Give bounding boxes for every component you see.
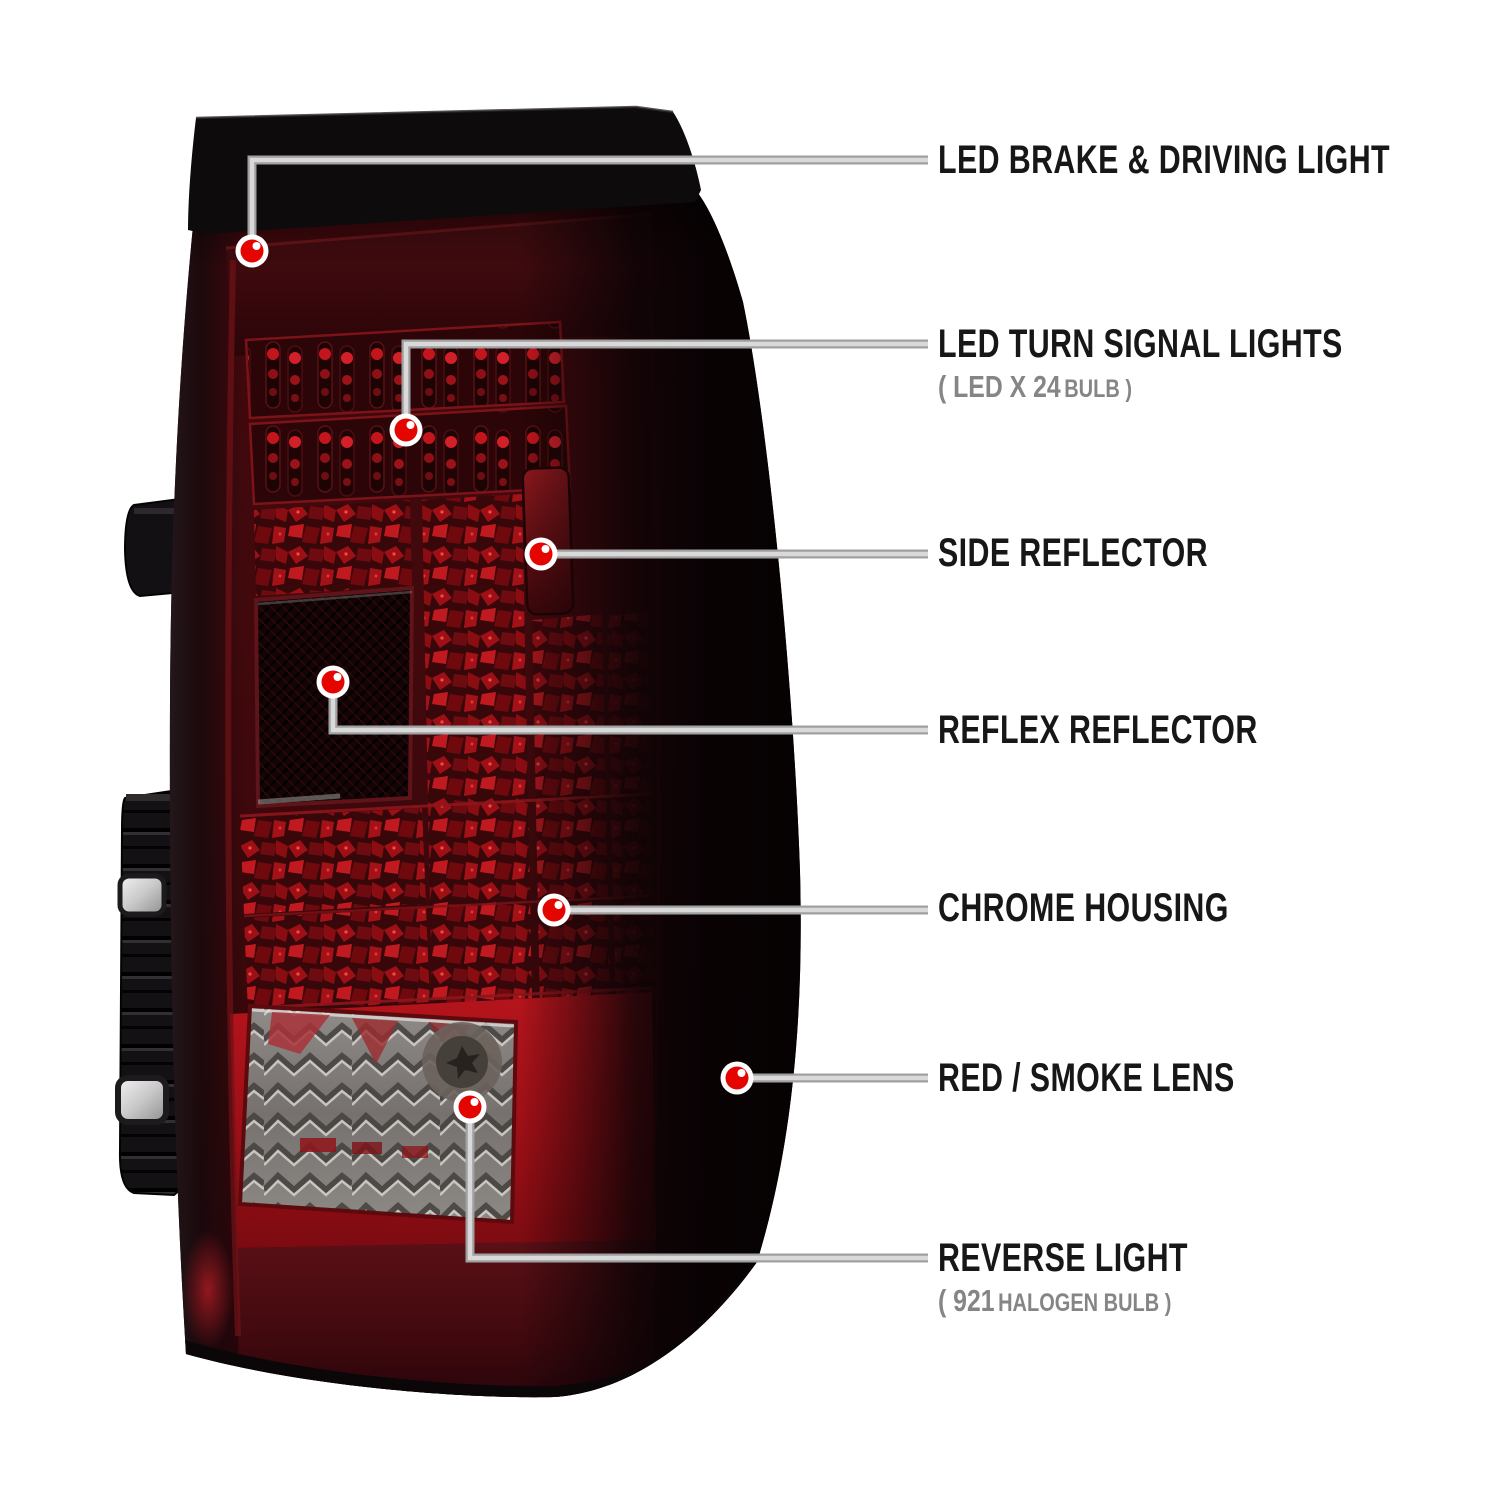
jewel-panel-upper-left [254, 500, 412, 596]
callout-label-led-turn-signal-lights: LED TURN SIGNAL LIGHTS ( LED X 24 BULB ) [938, 322, 1470, 406]
callout-dot-reverse-light [453, 1090, 487, 1124]
callout-label-chrome-housing: CHROME HOUSING [938, 886, 1321, 930]
top-cap [188, 107, 701, 234]
jewel-row-1 [240, 808, 426, 914]
callout-dot-red-smoke-lens [720, 1061, 754, 1095]
callout-title: LED TURN SIGNAL LIGHTS [938, 322, 1343, 366]
callout-line-led-turn-signal-lights [401, 339, 928, 430]
callout-title: CHROME HOUSING [938, 886, 1229, 930]
spec-main: ( 921 [938, 1283, 995, 1318]
callout-label-led-brake-driving-light: LED BRAKE & DRIVING LIGHT [938, 138, 1500, 182]
callout-title: REFLEX REFLECTOR [938, 708, 1258, 752]
callout-dot-side-reflector [524, 537, 558, 571]
callout-title: SIDE REFLECTOR [938, 531, 1208, 575]
mounting-brackets [115, 497, 186, 1197]
callout-title: REVERSE LIGHT [938, 1236, 1188, 1280]
bottom-black-lip [180, 1262, 760, 1398]
callout-dots [235, 234, 754, 1124]
callout-label-side-reflector: SIDE REFLECTOR [938, 531, 1293, 575]
mounting-tab-upper [123, 497, 186, 598]
callout-label-red-smoke-lens: RED / SMOKE LENS [938, 1056, 1328, 1100]
callout-label-reverse-light: REVERSE LIGHT ( 921 HALOGEN BULB ) [938, 1236, 1267, 1320]
callout-label-reflex-reflector: REFLEX REFLECTOR [938, 708, 1359, 752]
spec-detail: BULB ) [1064, 375, 1132, 403]
callout-title: RED / SMOKE LENS [938, 1056, 1235, 1100]
callout-title: LED BRAKE & DRIVING LIGHT [938, 138, 1390, 182]
callout-dot-chrome-housing [537, 893, 571, 927]
callout-dot-reflex-reflector [316, 665, 350, 699]
jewel-row-2 [244, 908, 430, 1012]
spec-detail: HALOGEN BULB ) [998, 1289, 1172, 1317]
bulb-screw-star [446, 1046, 480, 1079]
bracket-slot-lower [115, 1075, 169, 1125]
callout-line-led-brake-driving-light [247, 155, 928, 251]
callout-lines [247, 155, 928, 1263]
jewel-column-center [422, 494, 532, 1008]
callout-line-reverse-light [465, 1107, 928, 1263]
right-smoke-lens-area [520, 188, 801, 1398]
callout-dot-led-turn-signal-lights [389, 413, 423, 447]
callout-spec: ( LED X 24 BULB ) [938, 370, 1364, 406]
callout-spec: ( 921 HALOGEN BULB ) [938, 1284, 1201, 1320]
bracket-slot-upper [117, 873, 167, 917]
led-strip-lower [250, 406, 570, 504]
callout-dot-led-brake-driving-light [235, 234, 269, 268]
spec-main: ( LED X 24 [938, 369, 1061, 404]
